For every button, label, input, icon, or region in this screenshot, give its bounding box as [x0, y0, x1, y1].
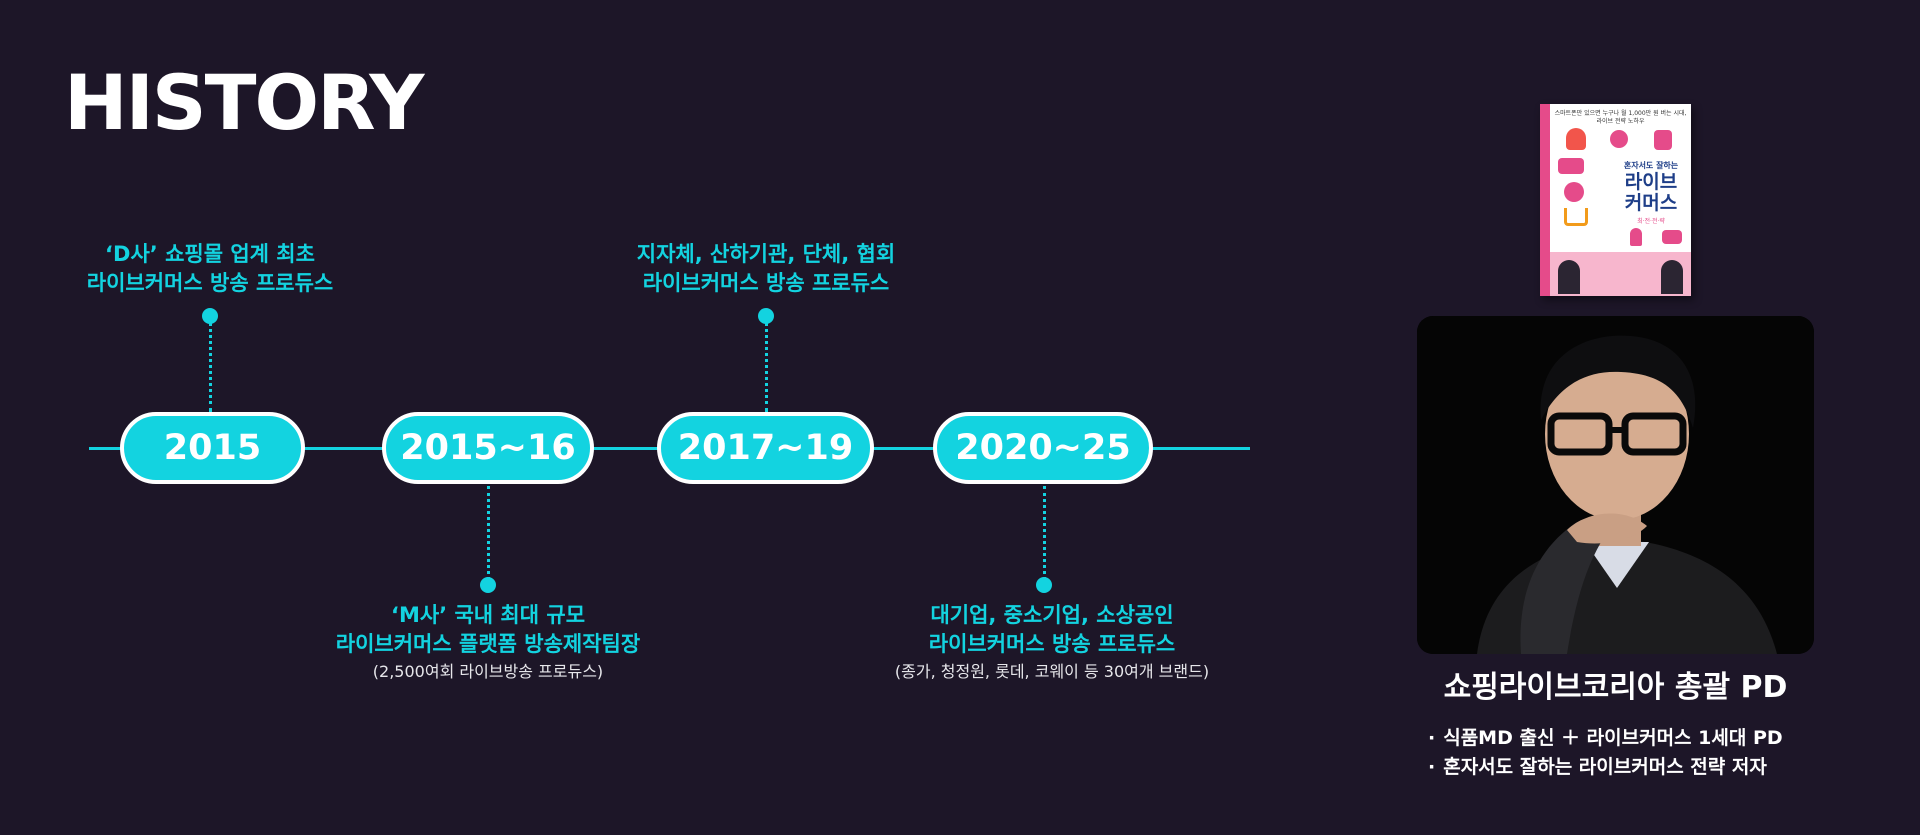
timeline-label-2015-16: ‘M사’ 국내 최대 규모 라이브커머스 플랫폼 방송제작팀장 (2,500여회… — [288, 601, 688, 685]
profile-photo — [1417, 316, 1814, 654]
year-pill-2020-25: 2020~25 — [933, 412, 1153, 484]
timeline-label-note: (2,500여회 라이브방송 프로듀스) — [372, 662, 604, 681]
timeline-label-line: 라이브커머스 방송 프로듀스 — [642, 271, 890, 295]
timeline-label-line: 대기업, 중소기업, 소상공인 — [930, 603, 1174, 627]
bell-icon — [1566, 128, 1586, 150]
book-title: 라이브 커머스 — [1612, 172, 1690, 214]
author-photo — [1661, 260, 1683, 294]
timeline-label-line: ‘D사’ 쇼핑몰 업계 최초 — [105, 242, 315, 266]
card-icon — [1558, 158, 1584, 174]
book-author-band — [1550, 252, 1691, 296]
cart-icon — [1564, 208, 1588, 226]
year-pill-2015-16: 2015~16 — [382, 412, 594, 484]
book-edition: 최·전·전·략 — [1637, 218, 1665, 225]
timeline-dot — [758, 308, 774, 324]
timeline-label-line: 라이브커머스 방송 프로듀스 — [928, 632, 1176, 656]
profile-bullet: 식품MD 출신 ＋ 라이브커머스 1세대 PD — [1428, 724, 1782, 753]
profile-bullet: 혼자서도 잘하는 라이브커머스 전략 저자 — [1428, 753, 1783, 782]
book-title-line: 커머스 — [1624, 192, 1678, 214]
timeline-connector — [1043, 486, 1046, 580]
timeline-dot — [1036, 577, 1052, 593]
play-icon — [1610, 130, 1628, 148]
timeline-label-line: 라이브커머스 플랫폼 방송제작팀장 — [335, 632, 641, 656]
timeline-dot — [480, 577, 496, 593]
timeline-label-line: ‘M사’ 국내 최대 규모 — [390, 603, 586, 627]
portrait-illustration — [1417, 316, 1814, 654]
timeline-label-note: (종가, 청정원, 롯데, 코웨이 등 30여개 브랜드) — [894, 662, 1210, 681]
book-tagline: 스마트폰만 있으면 누구나 월 1,000만 원 버는 시대, 라이브 전략 노… — [1554, 110, 1687, 125]
timeline-label-line: 라이브커머스 방송 프로듀스 — [86, 271, 334, 295]
profile-name: 쇼핑라이브코리아 총괄 PD — [1443, 670, 1788, 705]
shopping-bag-icon — [1654, 130, 1672, 150]
mail-icon — [1662, 230, 1682, 244]
timeline-connector — [487, 486, 490, 580]
timeline-label-line: 지자체, 산하기관, 단체, 협회 — [636, 242, 896, 266]
page-title: HISTORY — [64, 58, 424, 147]
book-cover: 스마트폰만 있으면 누구나 월 1,000만 원 버는 시대, 라이브 전략 노… — [1540, 104, 1691, 296]
timeline-connector — [765, 322, 768, 412]
profile-bullets: 식품MD 출신 ＋ 라이브커머스 1세대 PD 혼자서도 잘하는 라이브커머스 … — [1428, 724, 1783, 782]
utensils-icon — [1630, 228, 1642, 246]
book-pre-title: 혼자서도 잘하는 — [1623, 161, 1679, 170]
timeline-connector — [209, 322, 212, 412]
year-pill-2015: 2015 — [120, 412, 305, 484]
sale-badge-icon — [1564, 182, 1584, 202]
timeline-label-2017-19: 지자체, 산하기관, 단체, 협회 라이브커머스 방송 프로듀스 — [596, 240, 936, 298]
year-pill-2017-19: 2017~19 — [657, 412, 874, 484]
timeline-label-2015: ‘D사’ 쇼핑몰 업계 최초 라이브커머스 방송 프로듀스 — [42, 240, 378, 298]
author-photo — [1558, 260, 1580, 294]
timeline-label-2020-25: 대기업, 중소기업, 소상공인 라이브커머스 방송 프로듀스 (종가, 청정원,… — [852, 601, 1252, 685]
book-title-line: 라이브 — [1624, 171, 1678, 193]
timeline-dot — [202, 308, 218, 324]
